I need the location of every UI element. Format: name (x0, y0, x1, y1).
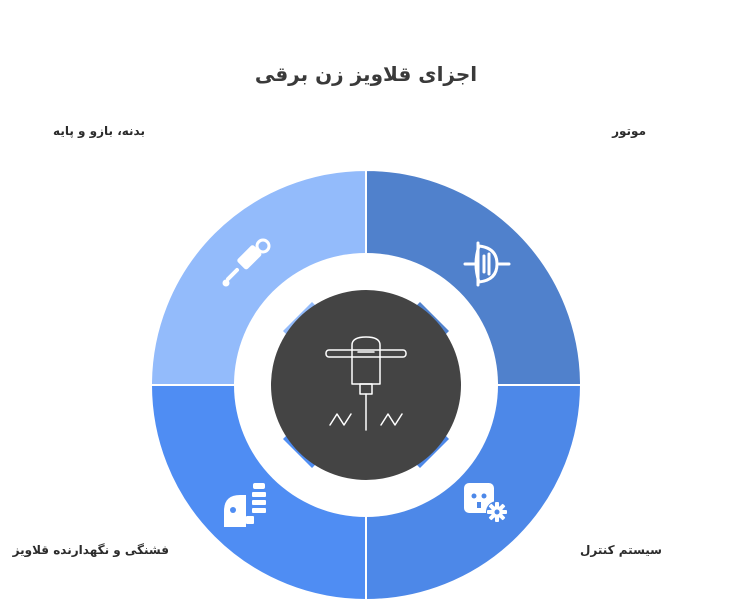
chuck-icon (224, 483, 266, 527)
diagram-title: اجزای قلاویز زن برقی (254, 62, 478, 86)
control-system-icon (464, 483, 508, 523)
motor-icon (463, 241, 511, 287)
label-body: بدنه، بازو و پایه (53, 124, 145, 138)
tapping-machine-icon (325, 336, 407, 431)
arm-icon (222, 238, 271, 287)
label-motor: موتور (612, 124, 646, 138)
label-control: سیستم کنترل (579, 543, 662, 557)
center-circle (271, 290, 461, 480)
label-chuck: فشنگی و نگهدارنده قلاویز (12, 543, 169, 557)
